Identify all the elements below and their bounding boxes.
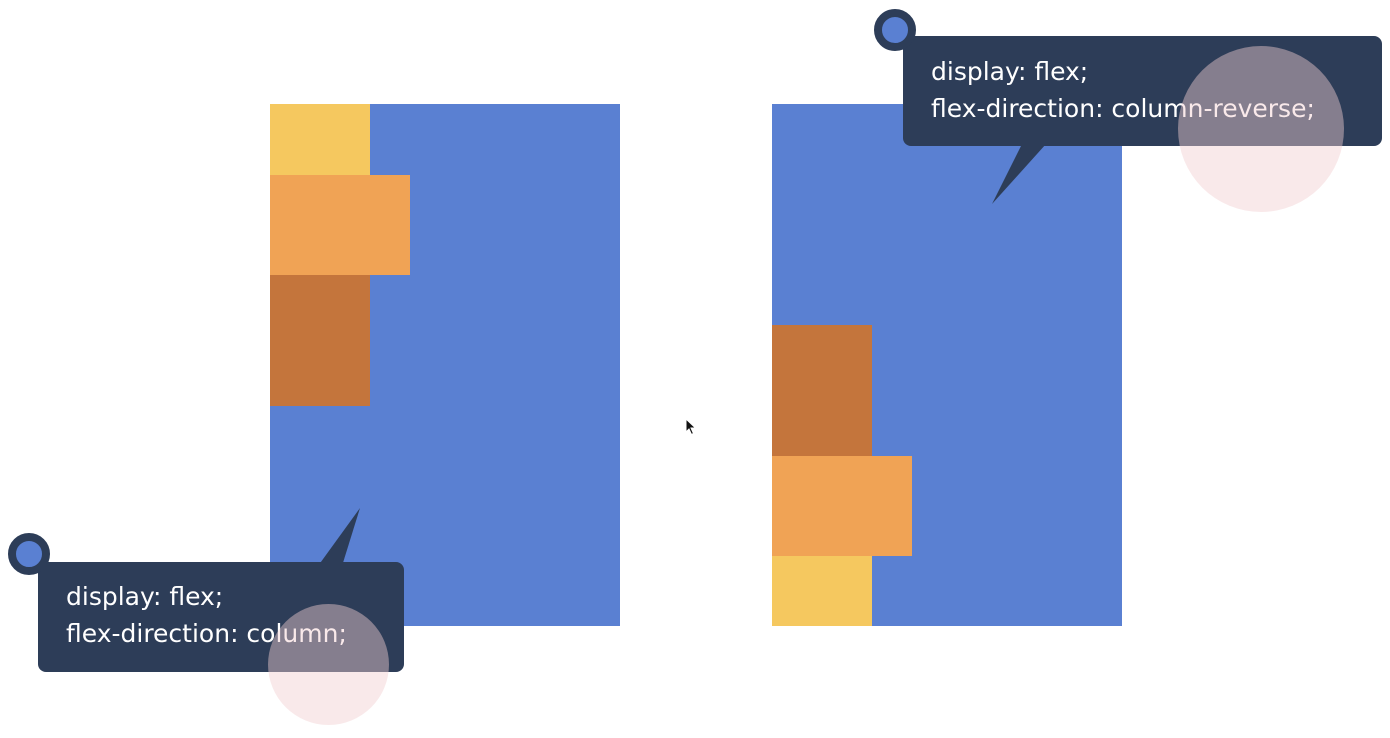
flex-item-1 xyxy=(772,556,872,626)
callout-right-dot-icon xyxy=(874,9,916,51)
callout-left-tail xyxy=(318,508,360,566)
callout-left-line-1: display: flex; xyxy=(66,582,224,611)
mouse-pointer-icon xyxy=(685,418,697,436)
flex-item-3 xyxy=(270,275,370,406)
flex-item-2 xyxy=(270,175,410,275)
flex-container-column-reverse xyxy=(772,104,1122,626)
callout-right: display: flex; flex-direction: column-re… xyxy=(903,36,1382,146)
callout-left-dot-icon xyxy=(8,533,50,575)
callout-left: display: flex; flex-direction: column; xyxy=(38,562,404,672)
flex-container-column xyxy=(270,104,620,626)
callout-right-tail xyxy=(992,144,1046,204)
flex-item-3 xyxy=(772,325,872,456)
callout-left-line-2: flex-direction: column; xyxy=(66,619,347,648)
flex-item-1 xyxy=(270,104,370,175)
callout-right-line-1: display: flex; xyxy=(931,57,1089,86)
flex-item-2 xyxy=(772,456,912,556)
callout-right-line-2: flex-direction: column-reverse; xyxy=(931,94,1315,123)
